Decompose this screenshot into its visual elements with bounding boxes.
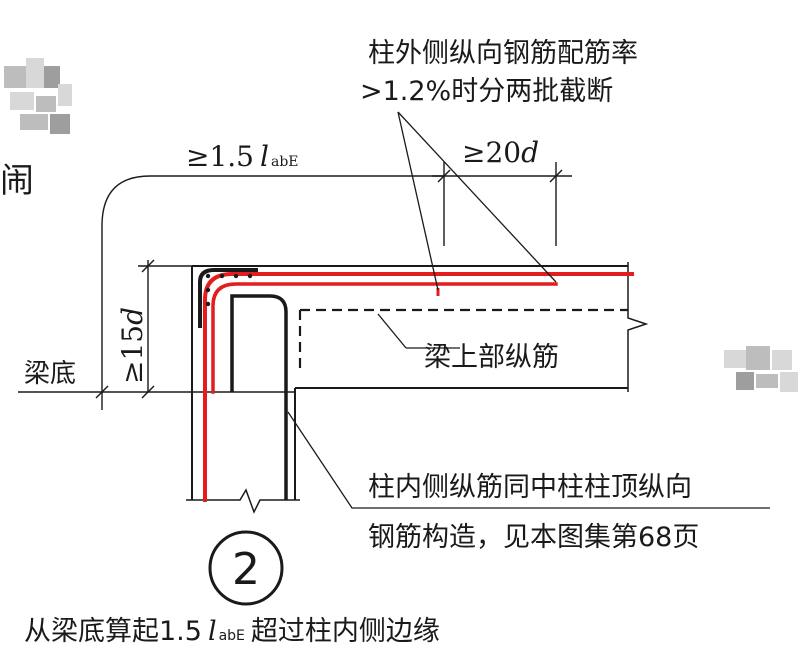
caption-suffix: 超过柱内侧边缘 — [251, 616, 440, 647]
column-outer-rebar-group — [198, 268, 634, 502]
dim-top-right-prefix: ≥20 — [462, 136, 521, 169]
column-outer-rebar-long — [203, 272, 634, 502]
caption-l: l — [208, 616, 217, 647]
dim-vertical-label: ≥15d — [116, 307, 149, 384]
column-inner-rebar — [230, 294, 288, 500]
leader-lines — [287, 111, 770, 509]
dim-vertical-d: d — [116, 307, 149, 325]
label-beam-bottom: 梁底 — [24, 359, 76, 389]
note-outer-bars-line2: >1.2%时分两批截断 — [360, 76, 613, 107]
note-outer-bars-line1: 柱外侧纵向钢筋配筋率 — [368, 38, 638, 69]
concrete-outline — [186, 262, 649, 514]
blurred-fragment-left — [4, 58, 72, 134]
dim-top-left-prefix: ≥1.5 — [186, 140, 254, 173]
dim-top-left-l: l — [260, 140, 269, 173]
beam-break-line — [627, 262, 649, 392]
column-outer-rebar-short — [211, 282, 558, 394]
note-inner-bars-line2: 钢筋构造，见本图集第68页 — [368, 522, 699, 553]
column-break-line — [186, 488, 300, 514]
1-5-labe-extent-line — [101, 175, 444, 410]
beam-top-rebar — [298, 308, 628, 372]
caption-sub: abE — [219, 628, 245, 644]
dim-top-right-d: d — [521, 136, 539, 169]
detail-number: 2 — [232, 544, 260, 595]
corner-stirrup — [198, 268, 258, 328]
dim-top-left-sub: abE — [271, 154, 299, 170]
dim-top-right-label: ≥20d — [462, 136, 539, 169]
corner-rebar-dots — [205, 273, 253, 307]
blurred-fragment-right — [724, 346, 798, 392]
label-beam-top-bars: 梁上部纵筋 — [424, 342, 559, 373]
detail-number-circle — [208, 530, 284, 606]
caption-prefix: 从梁底算起1.5 — [24, 616, 202, 647]
left-edge-text-fragment: 闹 — [0, 161, 34, 201]
dimension-lines — [18, 162, 572, 410]
note-inner-bars-line1: 柱内侧纵筋同中柱柱顶纵向 — [368, 472, 692, 503]
dim-vertical-prefix: ≥15 — [116, 325, 149, 384]
